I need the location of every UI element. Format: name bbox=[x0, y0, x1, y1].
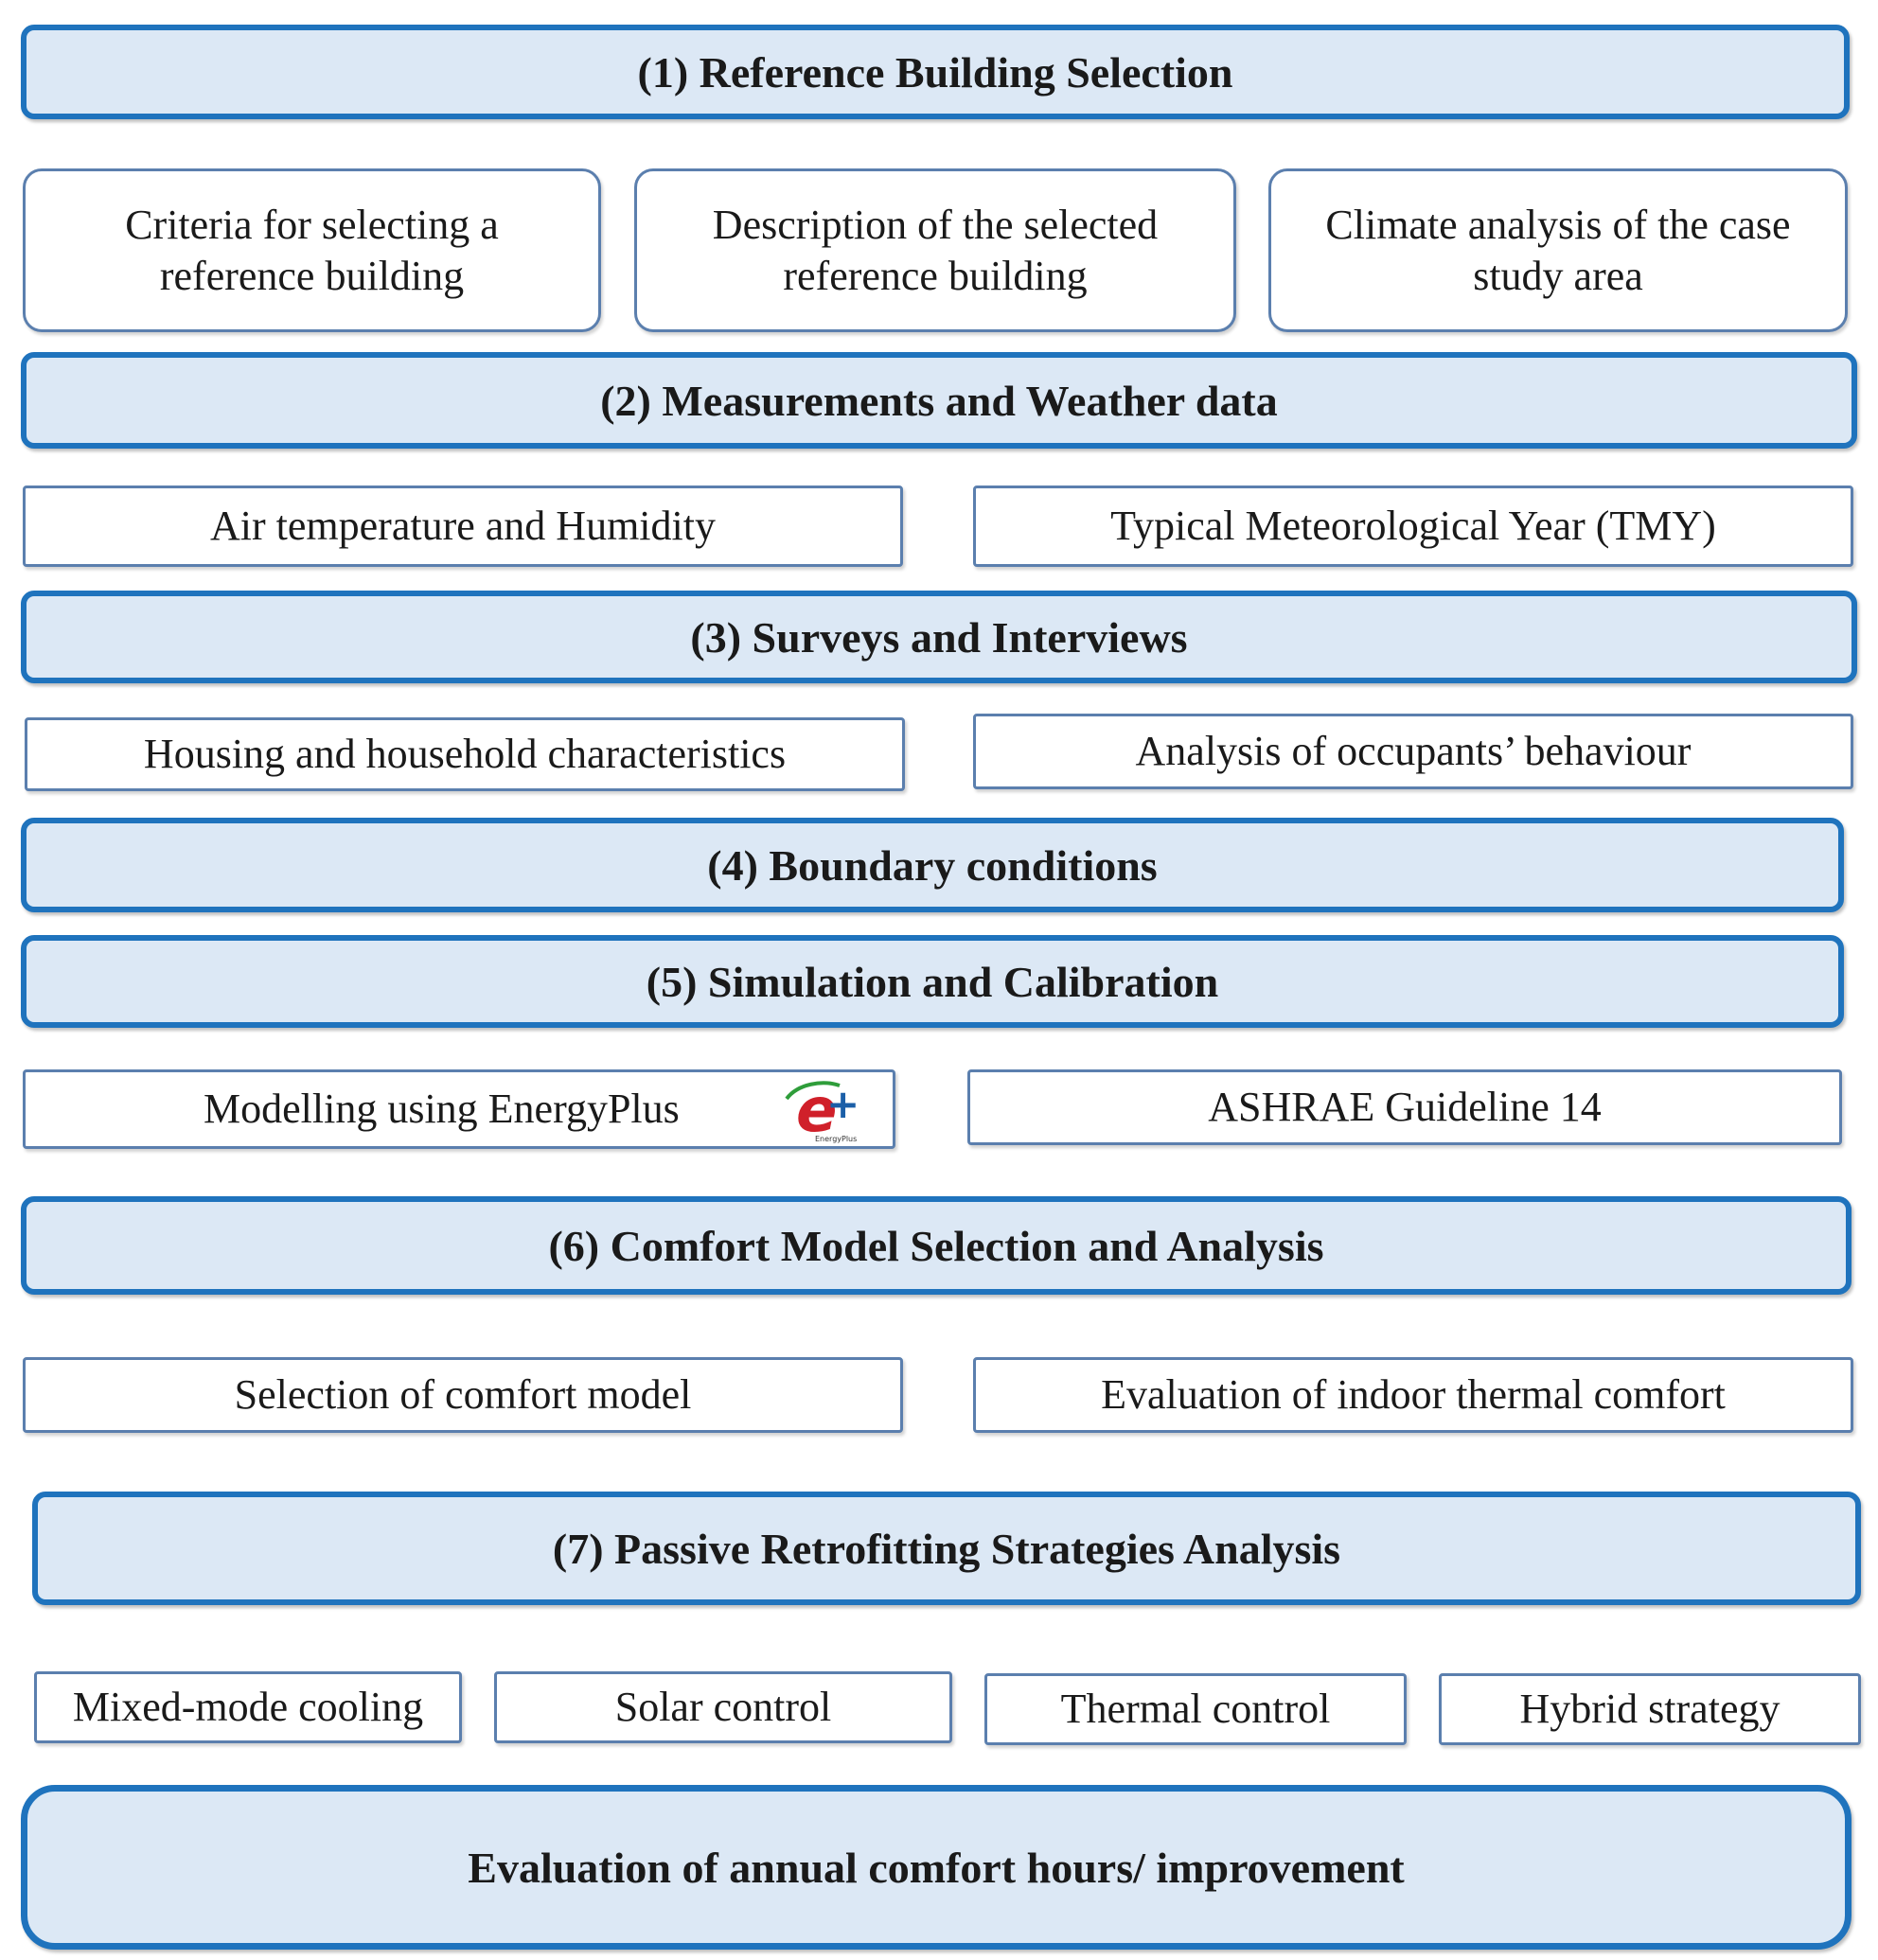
stage-5-label: (5) Simulation and Calibration bbox=[646, 957, 1219, 1006]
mixed-mode-cooling-label: Mixed-mode cooling bbox=[72, 1684, 424, 1731]
stage-4-boundary-conditions: (4) Boundary conditions bbox=[21, 818, 1844, 912]
comfort-model-selection-label: Selection of comfort model bbox=[234, 1371, 692, 1419]
solar-control-label: Solar control bbox=[614, 1684, 832, 1731]
stage-4-label: (4) Boundary conditions bbox=[707, 840, 1158, 890]
stage-6-label: (6) Comfort Model Selection and Analysis bbox=[548, 1221, 1324, 1270]
energyplus-logo-letter: e bbox=[796, 1078, 837, 1144]
stage-3-surveys-interviews: (3) Surveys and Interviews bbox=[21, 591, 1857, 683]
housing-household-label: Housing and household characteristics bbox=[143, 731, 787, 778]
stage-2-measurements-weather: (2) Measurements and Weather data bbox=[21, 352, 1857, 449]
occupants-behaviour-box: Analysis of occupants’ behaviour bbox=[973, 714, 1853, 789]
comfort-model-selection-box: Selection of comfort model bbox=[23, 1357, 903, 1433]
criteria-selecting-reference-box: Criteria for selecting a reference build… bbox=[23, 168, 601, 332]
final-evaluation-comfort-hours: Evaluation of annual comfort hours/ impr… bbox=[21, 1785, 1851, 1950]
criteria-selecting-reference-label: Criteria for selecting a reference build… bbox=[125, 201, 499, 299]
stage-2-label: (2) Measurements and Weather data bbox=[600, 376, 1278, 425]
ashrae-guideline-box: ASHRAE Guideline 14 bbox=[967, 1069, 1842, 1145]
tmy-box: Typical Meteorological Year (TMY) bbox=[973, 486, 1853, 567]
stage-1-label: (1) Reference Building Selection bbox=[637, 47, 1233, 97]
housing-household-box: Housing and household characteristics bbox=[25, 717, 905, 791]
stage-7-label: (7) Passive Retrofitting Strategies Anal… bbox=[552, 1524, 1341, 1573]
final-evaluation-label: Evaluation of annual comfort hours/ impr… bbox=[468, 1843, 1405, 1892]
energyplus-logo-icon: e + EnergyPlus bbox=[785, 1078, 859, 1144]
energyplus-modelling-label: Modelling using EnergyPlus bbox=[204, 1086, 680, 1133]
mixed-mode-cooling-box: Mixed-mode cooling bbox=[34, 1671, 462, 1743]
energyplus-logo-caption: EnergyPlus bbox=[815, 1135, 857, 1143]
energyplus-modelling-box: Modelling using EnergyPlus e + EnergyPlu… bbox=[23, 1069, 895, 1149]
thermal-control-label: Thermal control bbox=[1060, 1686, 1331, 1733]
stage-1-reference-building-selection: (1) Reference Building Selection bbox=[21, 25, 1850, 119]
occupants-behaviour-label: Analysis of occupants’ behaviour bbox=[1135, 728, 1692, 775]
energyplus-logo-swoosh-icon bbox=[785, 1081, 841, 1101]
ashrae-guideline-label: ASHRAE Guideline 14 bbox=[1208, 1084, 1602, 1131]
indoor-thermal-comfort-box: Evaluation of indoor thermal comfort bbox=[973, 1357, 1853, 1433]
air-temperature-humidity-box: Air temperature and Humidity bbox=[23, 486, 903, 567]
stage-5-simulation-calibration: (5) Simulation and Calibration bbox=[21, 935, 1844, 1028]
indoor-thermal-comfort-label: Evaluation of indoor thermal comfort bbox=[1101, 1371, 1726, 1419]
stage-3-label: (3) Surveys and Interviews bbox=[690, 612, 1188, 662]
air-temperature-humidity-label: Air temperature and Humidity bbox=[210, 503, 716, 550]
description-reference-building-label: Description of the selected reference bu… bbox=[712, 201, 1159, 299]
solar-control-box: Solar control bbox=[494, 1671, 952, 1743]
climate-analysis-box: Climate analysis of the case study area bbox=[1268, 168, 1848, 332]
stage-7-passive-retrofitting: (7) Passive Retrofitting Strategies Anal… bbox=[32, 1492, 1861, 1605]
energyplus-logo-plus: + bbox=[826, 1081, 859, 1127]
description-reference-building-box: Description of the selected reference bu… bbox=[634, 168, 1236, 332]
thermal-control-box: Thermal control bbox=[984, 1673, 1407, 1745]
hybrid-strategy-box: Hybrid strategy bbox=[1439, 1673, 1861, 1745]
stage-6-comfort-model: (6) Comfort Model Selection and Analysis bbox=[21, 1196, 1851, 1295]
climate-analysis-label: Climate analysis of the case study area bbox=[1325, 201, 1791, 299]
tmy-label: Typical Meteorological Year (TMY) bbox=[1110, 503, 1716, 550]
hybrid-strategy-label: Hybrid strategy bbox=[1519, 1686, 1781, 1733]
